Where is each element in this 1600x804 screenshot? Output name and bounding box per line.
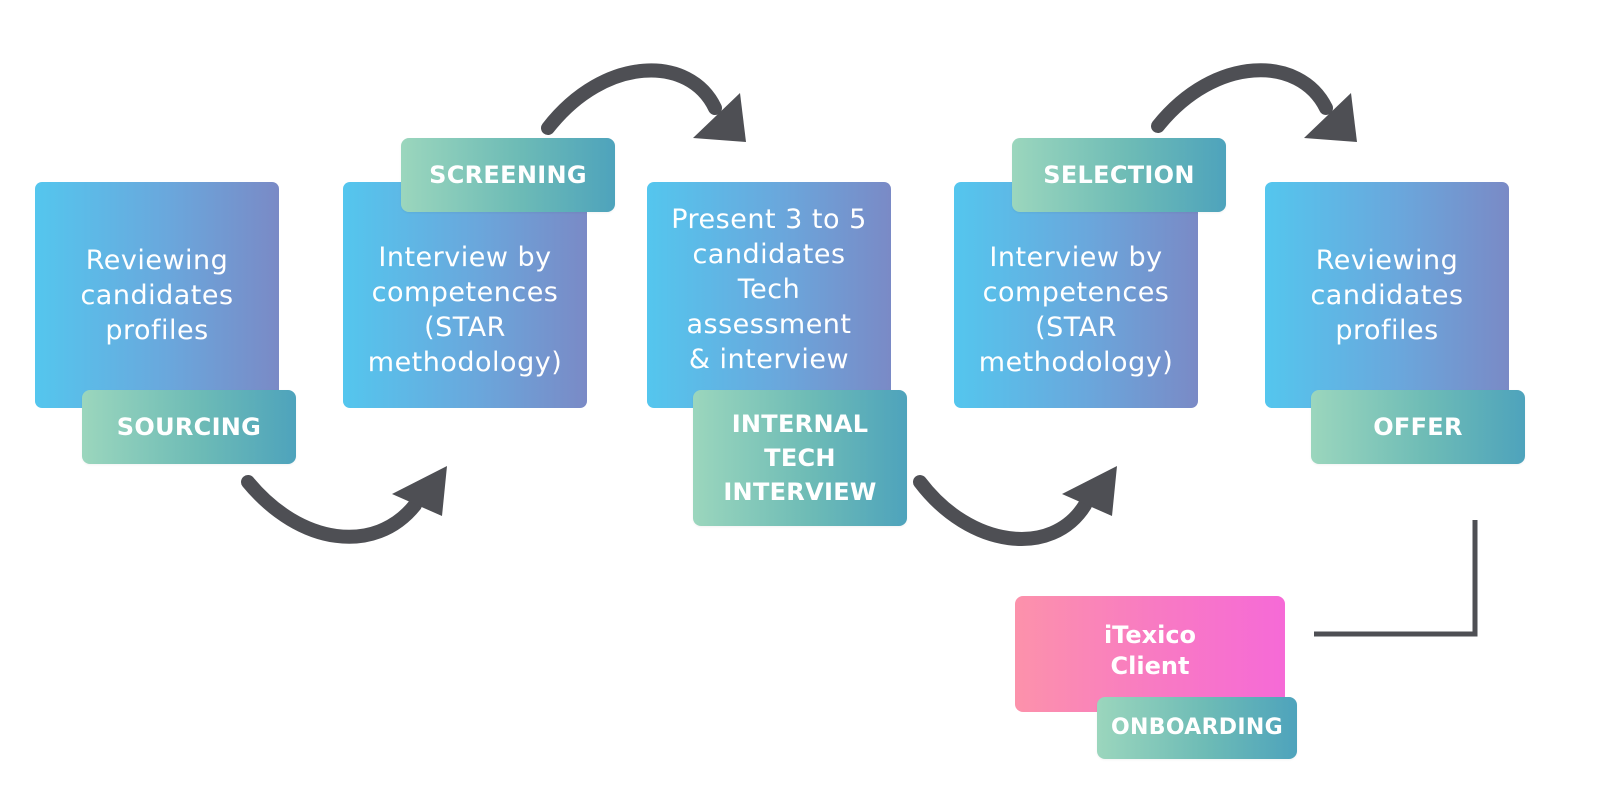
internal-tech-tag: INTERNAL TECH INTERVIEW (693, 390, 907, 526)
client-box: iTexico Client (1015, 596, 1285, 712)
internal-tech-tag-label: INTERNAL TECH INTERVIEW (723, 410, 877, 506)
sourcing-tag: SOURCING (82, 390, 296, 464)
selection-step-text: Interview by competences (STAR methodolo… (978, 242, 1174, 378)
selection-tag: SELECTION (1012, 138, 1226, 212)
connector-offer-to-onboarding (1314, 520, 1478, 637)
screening-tag: SCREENING (401, 138, 615, 212)
screening-tag-label: SCREENING (429, 161, 587, 189)
sourcing-tag-label: SOURCING (116, 413, 262, 441)
arrow-tech-to-selection (913, 466, 1117, 546)
onboarding-tag: ONBOARDING (1097, 697, 1297, 759)
internal-tech-step-text: Present 3 to 5 candidates Tech assessmen… (671, 204, 867, 375)
selection-step-box: Interview by competences (STAR methodolo… (954, 182, 1198, 408)
arrow-sourcing-to-screening (241, 466, 447, 544)
offer-tag: OFFER (1311, 390, 1525, 464)
offer-tag-label: OFFER (1373, 413, 1463, 441)
sourcing-step-text: Reviewing candidates profiles (80, 244, 234, 346)
client-box-text: iTexico Client (1103, 621, 1197, 680)
internal-tech-step-box: Present 3 to 5 candidates Tech assessmen… (647, 182, 891, 408)
sourcing-step-box: Reviewing candidates profiles (35, 182, 279, 408)
onboarding-tag-label: ONBOARDING (1111, 715, 1283, 740)
arrow-screening-to-tech (541, 63, 746, 142)
selection-tag-label: SELECTION (1043, 161, 1195, 189)
arrow-selection-to-offer (1151, 63, 1357, 142)
offer-step-box: Reviewing candidates profiles (1265, 182, 1509, 408)
screening-step-text: Interview by competences (STAR methodolo… (367, 242, 563, 378)
offer-step-text: Reviewing candidates profiles (1310, 244, 1464, 346)
screening-step-box: Interview by competences (STAR methodolo… (343, 182, 587, 408)
